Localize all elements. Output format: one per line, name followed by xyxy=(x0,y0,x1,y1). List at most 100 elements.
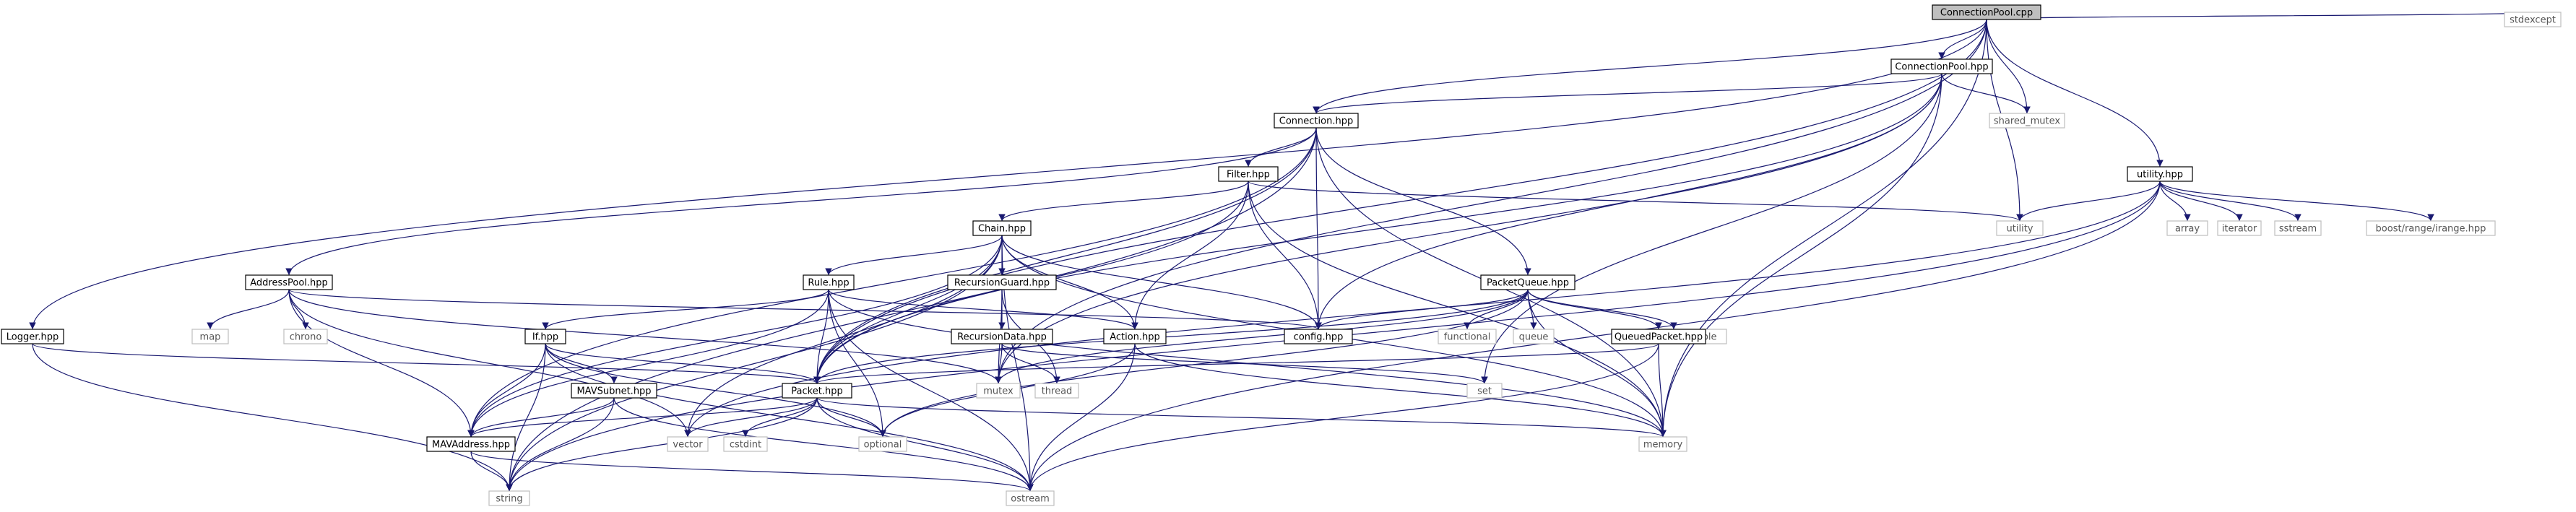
node-box-recursiondata-hpp xyxy=(951,329,1053,344)
node-connection-hpp[interactable]: Connection.hpp xyxy=(1274,113,1359,129)
node-chrono: chrono xyxy=(283,329,328,344)
node-box-utility-hpp xyxy=(2127,166,2193,182)
edge-packetqueue-hpp-to-config-hpp xyxy=(1315,289,1529,330)
node-logger-hpp[interactable]: Logger.hpp xyxy=(1,329,64,344)
node-label-filter-hpp: Filter.hpp xyxy=(1227,170,1270,181)
node-box-thread xyxy=(1034,383,1079,399)
edge-recursiondata-hpp-to-thread xyxy=(1001,343,1060,384)
edge-rule-hpp-to-if-hpp xyxy=(542,289,829,330)
edge-if-hpp-to-mavsubnet-hpp xyxy=(545,343,618,384)
node-mavaddress-hpp[interactable]: MAVAddress.hpp xyxy=(426,436,516,452)
edge-utility-hpp-to-ostream xyxy=(1026,181,2161,492)
node-iterator: iterator xyxy=(2217,220,2262,236)
edge-packet-hpp-to-memory xyxy=(816,397,1667,438)
node-utility: utility xyxy=(1996,220,2044,236)
edge-action-hpp-to-memory xyxy=(1134,343,1667,438)
edge-queuedpacket-hpp-to-packet-hpp xyxy=(813,343,1659,384)
edge-chain-hpp-to-packet-hpp xyxy=(813,235,1003,384)
node-box-queuedpacket-hpp xyxy=(1611,329,1706,344)
node-action-hpp[interactable]: Action.hpp xyxy=(1103,329,1167,344)
node-recursionguard-hpp[interactable]: RecursionGuard.hpp xyxy=(947,274,1057,290)
node-queuedpacket-hpp[interactable]: QueuedPacket.hpp xyxy=(1611,329,1706,344)
edge-mavsubnet-hpp-to-mavaddress-hpp xyxy=(467,397,615,438)
node-functional: functional xyxy=(1438,329,1497,344)
edge-addresspool-hpp-to-mavaddress-hpp xyxy=(288,289,475,438)
edge-mavsubnet-hpp-to-ostream xyxy=(613,397,1034,492)
edge-if-hpp-to-ostream xyxy=(545,343,1034,492)
edge-mavaddress-hpp-to-string xyxy=(470,451,513,492)
node-shared-mutex: shared_mutex xyxy=(1989,113,2065,129)
edge-connectionpool-hpp-to-shared-mutex xyxy=(1941,73,2031,114)
node-label-connectionpool-hpp: ConnectionPool.hpp xyxy=(1895,62,1988,73)
edge-rule-hpp-to-packet-hpp xyxy=(813,289,829,384)
edge-connectionpool-hpp-to-memory xyxy=(1659,73,1942,438)
node-box-filter-hpp xyxy=(1218,166,1279,182)
node-label-addresspool-hpp: AddressPool.hpp xyxy=(250,278,328,289)
node-label-connection-hpp: Connection.hpp xyxy=(1279,116,1353,127)
node-packet-hpp[interactable]: Packet.hpp xyxy=(782,383,852,399)
node-addresspool-hpp[interactable]: AddressPool.hpp xyxy=(245,274,333,290)
node-label-thread: thread xyxy=(1042,386,1073,397)
node-box-mavsubnet-hpp xyxy=(571,383,657,399)
node-config-hpp[interactable]: config.hpp xyxy=(1284,329,1353,344)
node-if-hpp[interactable]: If.hpp xyxy=(524,329,566,344)
edge-packetqueue-hpp-to-packet-hpp xyxy=(813,289,1529,384)
edge-filter-hpp-to-memory xyxy=(1248,181,1667,438)
edge-addresspool-hpp-to-map xyxy=(207,289,290,330)
node-filter-hpp[interactable]: Filter.hpp xyxy=(1218,166,1279,182)
edge-utility-hpp-to-array xyxy=(2159,181,2191,222)
node-mavsubnet-hpp[interactable]: MAVSubnet.hpp xyxy=(571,383,657,399)
node-connectionpool-hpp[interactable]: ConnectionPool.hpp xyxy=(1890,58,1993,74)
node-connectionpool-cpp: ConnectionPool.cpp xyxy=(1932,4,2041,20)
node-box-functional xyxy=(1438,329,1497,344)
node-chain-hpp[interactable]: Chain.hpp xyxy=(972,220,1032,236)
edge-connection-hpp-to-packet-hpp xyxy=(813,127,1317,384)
node-box-ostream xyxy=(1006,490,1055,506)
node-label-shared-mutex: shared_mutex xyxy=(1994,116,2061,127)
node-label-connectionpool-cpp: ConnectionPool.cpp xyxy=(1940,8,2033,19)
edge-if-hpp-to-string xyxy=(506,343,546,492)
edge-rule-hpp-to-action-hpp xyxy=(828,289,1138,330)
edge-connectionpool-cpp-to-mutex xyxy=(995,19,1987,384)
node-sstream: sstream xyxy=(2274,220,2322,236)
node-ostream: ostream xyxy=(1006,490,1055,506)
node-label-ostream: ostream xyxy=(1011,494,1050,505)
edge-packet-hpp-to-string xyxy=(506,397,818,492)
node-boost-range-irange-hpp: boost/range/irange.hpp xyxy=(2366,220,2496,236)
node-memory: memory xyxy=(1638,436,1687,452)
edge-utility-hpp-to-utility xyxy=(2016,181,2161,222)
node-label-chain-hpp: Chain.hpp xyxy=(978,224,1026,235)
node-string: string xyxy=(488,490,530,506)
node-box-rule-hpp xyxy=(803,274,855,290)
node-rule-hpp[interactable]: Rule.hpp xyxy=(803,274,855,290)
node-recursiondata-hpp[interactable]: RecursionData.hpp xyxy=(951,329,1053,344)
edge-packet-hpp-to-vector xyxy=(684,397,818,438)
edge-if-hpp-to-optional xyxy=(545,343,886,438)
node-box-mavaddress-hpp xyxy=(426,436,516,452)
node-box-config-hpp xyxy=(1284,329,1353,344)
edge-packetqueue-hpp-to-memory xyxy=(1527,289,1667,438)
edges-layer xyxy=(29,12,2536,492)
node-label-string: string xyxy=(496,494,522,505)
node-box-packet-hpp xyxy=(782,383,852,399)
node-label-set: set xyxy=(1477,386,1492,397)
node-array: array xyxy=(2166,220,2208,236)
node-label-rule-hpp: Rule.hpp xyxy=(808,278,849,289)
node-box-addresspool-hpp xyxy=(245,274,333,290)
edge-if-hpp-to-packet-hpp xyxy=(545,343,821,384)
edge-packetqueue-hpp-to-mutex xyxy=(995,289,1529,384)
node-label-memory: memory xyxy=(1643,440,1683,451)
edge-utility-hpp-to-boost-range-irange-hpp xyxy=(2159,181,2434,222)
node-label-stdexcept: stdexcept xyxy=(2510,15,2556,26)
node-utility-hpp[interactable]: utility.hpp xyxy=(2127,166,2193,182)
node-cstdint: cstdint xyxy=(723,436,768,452)
node-label-queuedpacket-hpp: QueuedPacket.hpp xyxy=(1615,332,1703,343)
node-map: map xyxy=(191,329,229,344)
edge-utility-hpp-to-sstream xyxy=(2159,181,2301,222)
node-box-sstream xyxy=(2274,220,2322,236)
edge-addresspool-hpp-to-config-hpp xyxy=(288,289,1322,330)
edge-action-hpp-to-ostream xyxy=(1026,343,1136,492)
edge-packetqueue-hpp-to-optional xyxy=(879,289,1529,438)
node-packetqueue-hpp[interactable]: PacketQueue.hpp xyxy=(1480,274,1576,290)
